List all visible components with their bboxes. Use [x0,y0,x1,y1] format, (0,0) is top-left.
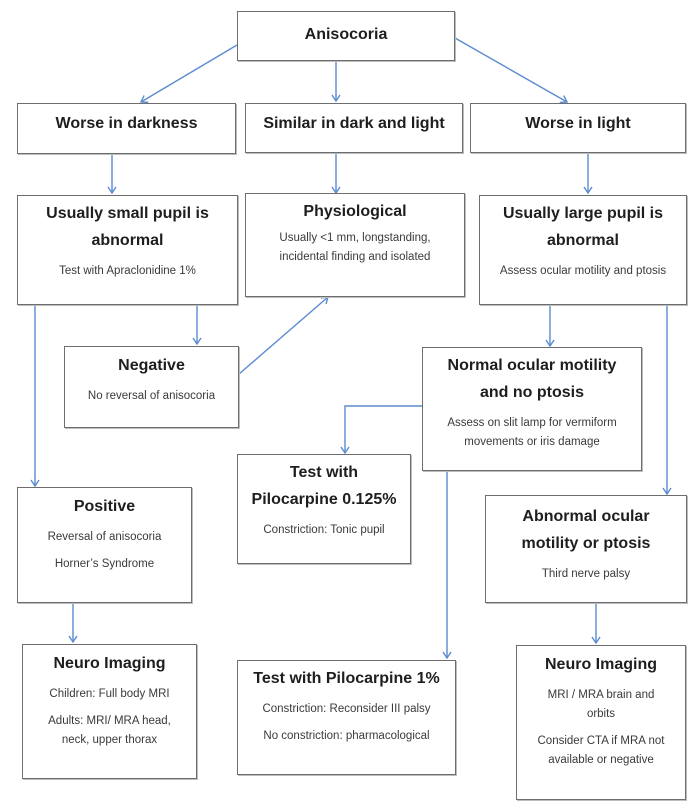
node-negative: Negative No reversal of anisocoria [64,346,239,428]
node-abnormal-ocular-motility: Abnormal ocular motility or ptosis Third… [485,495,687,603]
node-title-line1: Usually small pupil is [46,205,209,222]
node-large-pupil-abnormal: Usually large pupil is abnormal Assess o… [479,195,687,305]
node-small-pupil-abnormal: Usually small pupil is abnormal Test wit… [17,195,238,305]
node-worse-in-darkness: Worse in darkness [17,103,236,154]
node-text-line2: orbits [586,708,616,720]
node-title-line2: motility or ptosis [521,535,651,552]
node-text: No reversal of anisocoria [87,390,216,402]
node-test-pilocarpine-0125: Test with Pilocarpine 0.125% Constrictio… [237,454,411,564]
node-text-line2: Horner’s Syndrome [54,558,155,570]
node-text-line1: Assess on slit lamp for vermiform [447,417,617,429]
node-title-line1: Usually large pupil is [502,205,664,222]
node-text-line1: MRI / MRA brain and [547,689,655,701]
node-title-line1: Test with [289,464,359,481]
node-text-line1: Reversal of anisocoria [47,531,162,543]
node-title: Anisocoria [304,26,388,43]
node-text: Test with Apraclonidine 1% [59,265,196,277]
node-title: Negative [118,357,185,374]
node-positive: Positive Reversal of anisocoria Horner’s… [17,487,192,603]
node-anisocoria: Anisocoria [237,11,455,61]
node-title-line2: abnormal [546,232,619,249]
node-title-line2: abnormal [91,232,164,249]
node-title: Neuro Imaging [544,656,657,673]
node-text-line2: movements or iris damage [464,436,600,448]
node-title: Test with Pilocarpine 1% [253,670,440,687]
arrow-root-to-light [454,37,569,104]
node-title: Neuro Imaging [53,655,166,672]
node-text-line3: neck, upper thorax [61,734,158,746]
node-text: Constriction: Tonic pupil [263,524,385,536]
node-physiological: Physiological Usually <1 mm, longstandin… [245,193,465,297]
node-title-line2: Pilocarpine 0.125% [251,491,397,508]
node-neuro-imaging-left: Neuro Imaging Children: Full body MRI Ad… [22,644,197,779]
node-neuro-imaging-right: Neuro Imaging MRI / MRA brain and orbits… [516,645,686,800]
arrow-root-to-darkness [139,44,238,104]
node-text-line2: incidental finding and isolated [279,251,431,263]
node-text: Third nerve palsy [541,568,631,580]
node-title: Physiological [303,203,407,220]
node-text-line2: Adults: MRI/ MRA head, [48,715,171,727]
node-worse-in-light: Worse in light [470,103,686,153]
node-similar-dark-light: Similar in dark and light [245,103,463,153]
arrow-negative-to-physiological [238,296,329,375]
node-title-line1: Normal ocular motility [447,357,617,374]
node-normal-ocular-motility: Normal ocular motility and no ptosis Ass… [422,347,642,471]
node-text-line2: No constriction: pharmacological [263,730,430,742]
node-title: Similar in dark and light [263,115,445,132]
node-text-line3: Consider CTA if MRA not [537,735,665,747]
node-title-line2: and no ptosis [480,384,584,401]
node-text: Assess ocular motility and ptosis [499,265,667,277]
arrow-normal-to-pilo0125 [340,405,422,455]
node-title-line1: Abnormal ocular [522,508,650,525]
node-text-line1: Constriction: Reconsider III palsy [262,703,431,715]
node-text-line4: available or negative [548,754,654,766]
node-title: Positive [73,498,136,515]
node-title: Worse in light [525,115,631,132]
node-test-pilocarpine-1: Test with Pilocarpine 1% Constriction: R… [237,660,456,775]
node-text-line1: Children: Full body MRI [49,688,170,700]
node-text-line1: Usually <1 mm, longstanding, [279,232,431,244]
node-title: Worse in darkness [55,115,198,132]
